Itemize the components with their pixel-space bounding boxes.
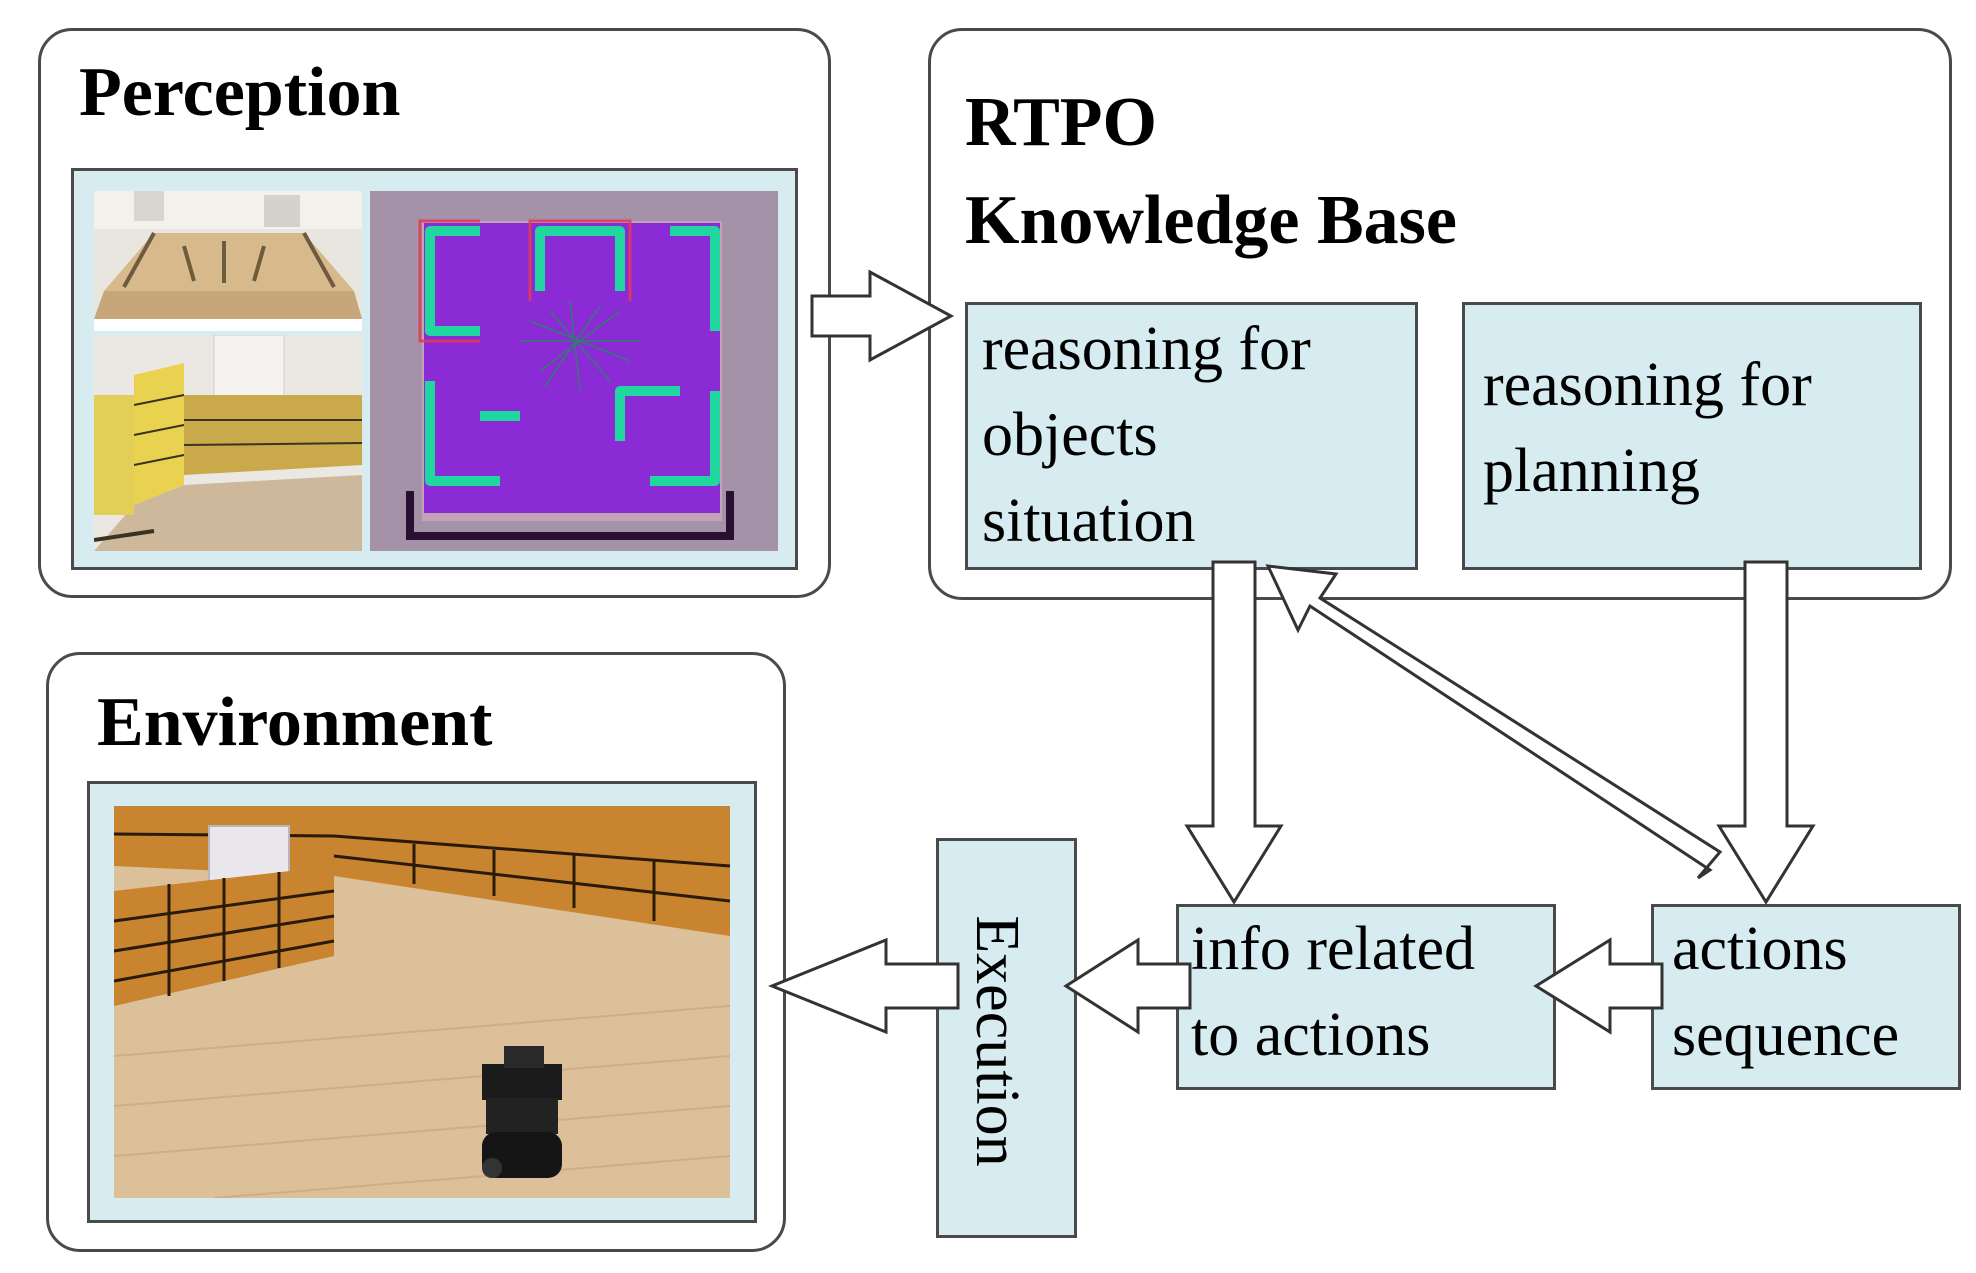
arrow-execution-to-environment bbox=[767, 937, 960, 1035]
reasoning-objects-box: reasoning for objects situation bbox=[965, 302, 1418, 570]
info-related-line2: to actions bbox=[1191, 1001, 1431, 1069]
corridor-photo bbox=[94, 335, 362, 551]
arrow-actions-to-objects bbox=[1265, 564, 1723, 880]
perception-image-frame bbox=[71, 168, 798, 570]
actions-sequence-line2: sequence bbox=[1672, 1001, 1900, 1069]
environment-title: Environment bbox=[97, 684, 493, 761]
arrow-objects-to-info bbox=[1184, 560, 1284, 905]
arrow-info-to-execution bbox=[1063, 937, 1192, 1035]
perception-panel: Perception bbox=[38, 28, 831, 598]
actions-sequence-box: actions sequence bbox=[1651, 904, 1961, 1090]
reasoning-planning-line2: planning bbox=[1483, 437, 1700, 505]
maze-overview-photo bbox=[94, 191, 362, 331]
reasoning-objects-line2: objects bbox=[982, 401, 1158, 469]
knowledge-base-title: Knowledge Base bbox=[965, 182, 1457, 259]
reasoning-objects-line1: reasoning for bbox=[982, 315, 1311, 383]
slam-map-image bbox=[370, 191, 778, 551]
info-related-box: info related to actions bbox=[1176, 904, 1556, 1090]
arrow-planning-to-actions bbox=[1716, 560, 1816, 905]
actions-sequence-line1: actions bbox=[1672, 915, 1848, 983]
reasoning-objects-line3: situation bbox=[982, 487, 1196, 555]
reasoning-planning-line1: reasoning for bbox=[1483, 351, 1812, 419]
environment-panel: Environment bbox=[46, 652, 786, 1252]
reasoning-planning-box: reasoning for planning bbox=[1462, 302, 1922, 570]
environment-image-frame bbox=[87, 781, 757, 1223]
robot-maze-photo bbox=[114, 806, 730, 1198]
knowledge-base-title-rtpo: RTPO bbox=[965, 84, 1157, 161]
execution-box: Execution bbox=[936, 838, 1077, 1238]
turtlebot-robot bbox=[482, 1046, 562, 1178]
info-related-line1: info related bbox=[1191, 915, 1476, 983]
execution-label: Execution bbox=[963, 915, 1032, 1167]
perception-title: Perception bbox=[79, 54, 401, 131]
